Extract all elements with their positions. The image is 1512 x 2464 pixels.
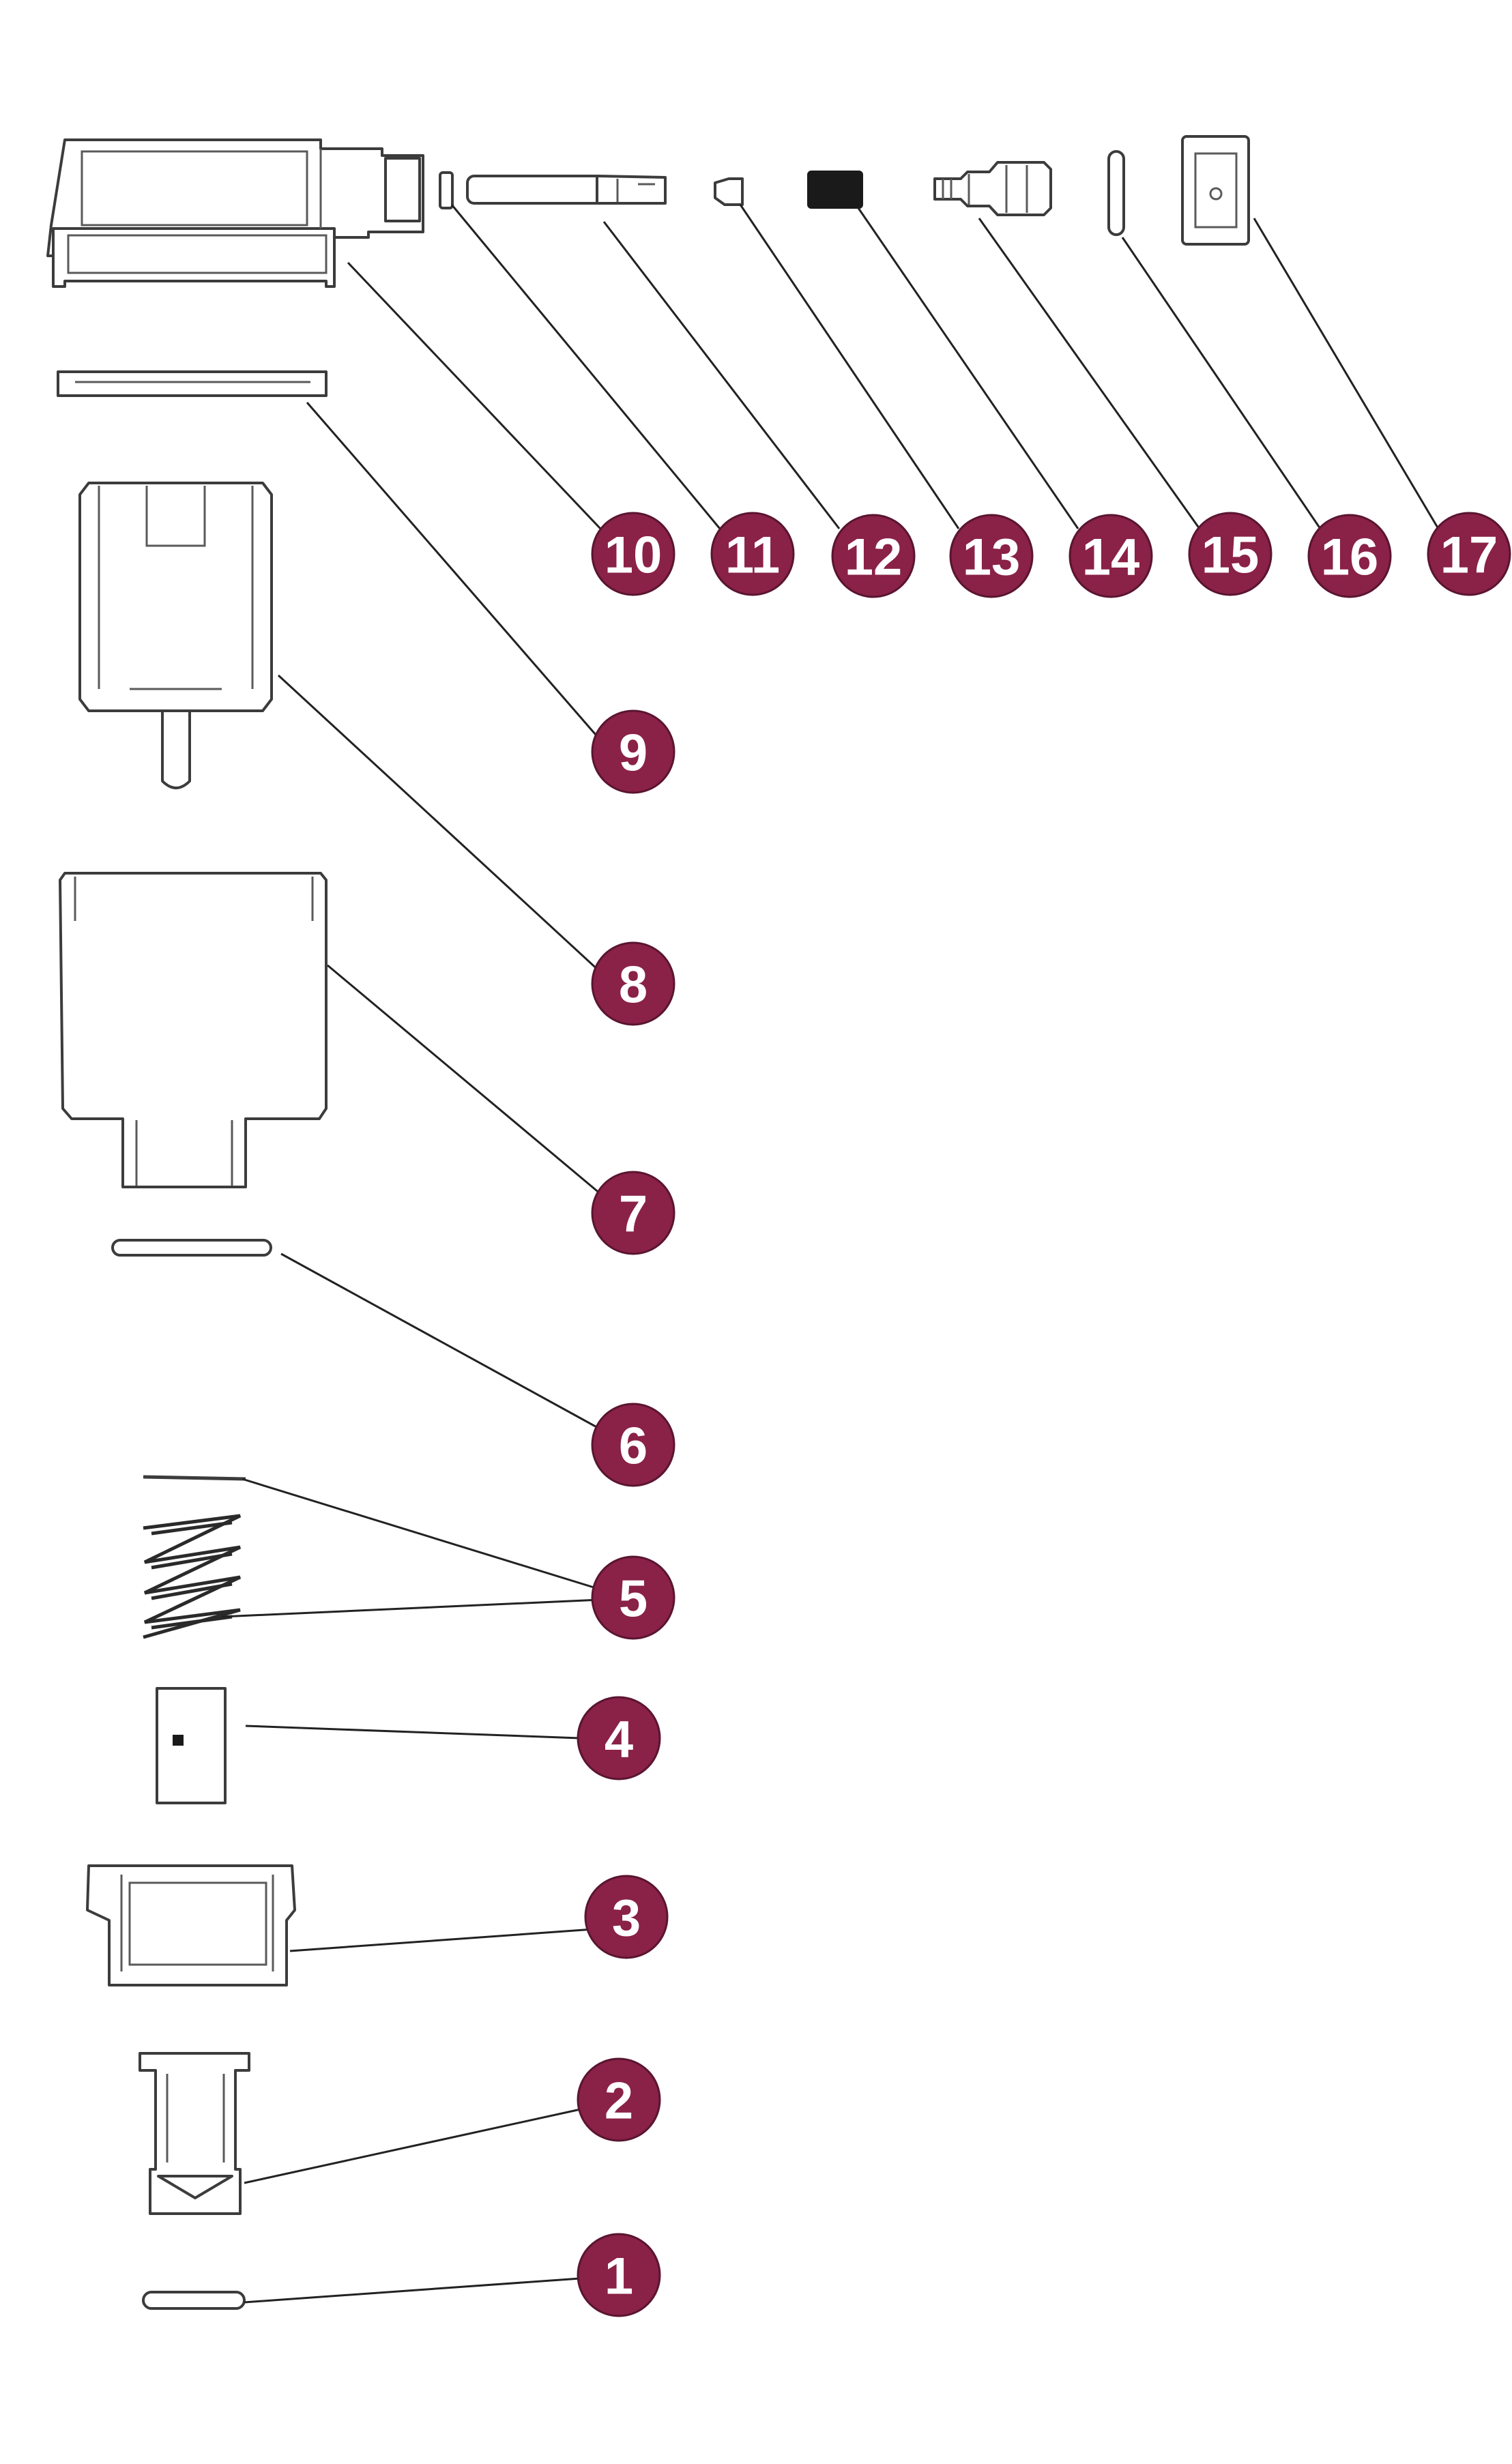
callout-17-label: 17: [1440, 527, 1498, 585]
leader-5a: [242, 1478, 601, 1591]
callout-13-label: 13: [963, 529, 1021, 587]
leader-9: [306, 402, 602, 741]
callout-3: 3: [584, 1875, 669, 1959]
callout-16: 16: [1307, 514, 1392, 598]
callout-6-label: 6: [619, 1418, 648, 1476]
leader-6: [280, 1252, 601, 1431]
part-17-square-cap: [1181, 135, 1250, 246]
part-10-housing: [46, 138, 424, 288]
callout-8: 8: [591, 941, 675, 1026]
part-7-cup: [59, 872, 328, 1188]
leader-3: [289, 1928, 594, 1952]
leader-5b: [221, 1598, 601, 1618]
part-11-washer: [439, 171, 454, 209]
part-8-plunger-body: [78, 482, 273, 789]
leader-16: [1121, 237, 1322, 529]
leader-8: [277, 674, 602, 973]
callout-1-label: 1: [605, 2248, 633, 2306]
callouts: 10 11 12 13 14 15 16 17: [577, 512, 1511, 2317]
part-12-shaft: [466, 175, 667, 205]
callout-10: 10: [591, 512, 675, 596]
leader-17: [1253, 218, 1440, 529]
callout-11: 11: [710, 512, 795, 596]
leader-11: [450, 204, 721, 529]
callout-17: 17: [1427, 512, 1511, 596]
part-2-valve-insert: [139, 2052, 250, 2215]
callout-14: 14: [1068, 514, 1153, 598]
callout-3-label: 3: [612, 1890, 641, 1948]
leader-10: [347, 261, 602, 530]
leader-2: [244, 2107, 587, 2184]
callout-11-label: 11: [725, 527, 780, 585]
leader-4: [245, 1725, 581, 1740]
callout-4: 4: [577, 1696, 661, 1780]
callout-1: 1: [577, 2233, 661, 2317]
part-14-black-insert: [807, 171, 863, 209]
callout-16-label: 16: [1321, 529, 1379, 587]
part-16-pin: [1107, 150, 1125, 236]
part-4-block: [156, 1687, 227, 1804]
callout-14-label: 14: [1082, 529, 1140, 587]
callout-13: 13: [949, 514, 1034, 598]
part-6-o-ring: [111, 1239, 272, 1257]
callout-15-label: 15: [1202, 527, 1260, 585]
leader-1: [244, 2277, 581, 2304]
callout-8-label: 8: [619, 956, 648, 1014]
part-5-spring: [143, 1475, 246, 1639]
leader-13: [739, 204, 960, 529]
callout-6: 6: [591, 1403, 675, 1487]
leader-12: [602, 221, 841, 529]
callout-12-label: 12: [845, 529, 903, 587]
callout-7-label: 7: [619, 1186, 648, 1244]
callout-5-label: 5: [619, 1570, 648, 1628]
leader-15: [978, 218, 1201, 529]
leader-7: [327, 964, 601, 1195]
part-3-seat: [86, 1864, 296, 1986]
leader-lines: [221, 204, 1440, 2304]
callout-7: 7: [591, 1171, 675, 1255]
part-1-o-ring: [142, 2291, 246, 2310]
callout-2-label: 2: [605, 2072, 633, 2130]
part-13-small-cap: [714, 177, 744, 206]
callout-5: 5: [591, 1555, 675, 1640]
part-9-gasket: [57, 370, 328, 397]
leader-14: [857, 207, 1079, 529]
callout-4-label: 4: [605, 1711, 633, 1769]
callout-12: 12: [831, 514, 916, 598]
part-15-fitting: [933, 161, 1052, 216]
callout-9-label: 9: [619, 724, 648, 782]
callout-10-label: 10: [605, 527, 663, 585]
callout-15: 15: [1188, 512, 1273, 596]
callout-9: 9: [591, 709, 675, 794]
callout-2: 2: [577, 2057, 661, 2142]
